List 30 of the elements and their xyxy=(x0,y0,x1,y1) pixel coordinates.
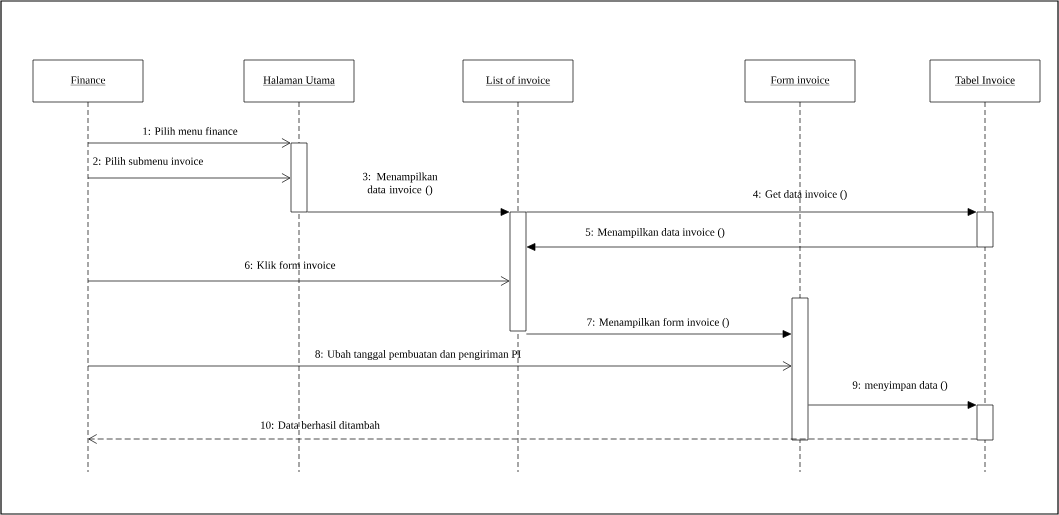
message-arrow xyxy=(88,434,977,444)
message-arrow xyxy=(307,208,510,216)
message-label: 4: Get data invoice () xyxy=(753,190,847,200)
message-label: 6: Klik form invoice xyxy=(244,261,336,269)
lifeline-head-box: List of invoice xyxy=(462,59,574,103)
message-arrow xyxy=(87,361,792,371)
message-arrow xyxy=(87,276,510,286)
message-label: 2: Pilih submenu invoice xyxy=(93,157,203,165)
message-label: 9: menyimpan data () xyxy=(852,381,948,391)
message-label: 8: Ubah tanggal pembuatan dan pengiriman PI xyxy=(315,350,521,360)
message-arrow xyxy=(808,401,977,409)
activation-bar xyxy=(290,142,308,213)
message-label: 10: Data berhasil ditambah xyxy=(261,421,380,429)
activation-bar xyxy=(976,211,994,248)
message-arrow xyxy=(87,138,291,148)
lifeline-head-box: Form invoice xyxy=(744,59,856,103)
message-label: 7: Menampilkan form invoice () xyxy=(587,317,729,329)
activation-bar xyxy=(791,297,809,441)
lifeline-head-box: Finance xyxy=(32,59,144,103)
message-arrow xyxy=(526,330,792,338)
message-label: 1: Pilih menu finance xyxy=(143,127,238,135)
message-label: 3: Menampilkan data invoice () xyxy=(362,172,438,196)
lifeline-head-box: Halaman Utama xyxy=(243,59,355,103)
activation-bar xyxy=(509,211,527,332)
message-arrow xyxy=(526,208,977,216)
message-label: 5: Menampilkan data invoice () xyxy=(585,228,725,238)
lifeline-head-box: Tabel Invoice xyxy=(929,59,1041,103)
message-arrow xyxy=(87,173,291,183)
activation-bar xyxy=(976,404,994,441)
message-arrow xyxy=(526,243,977,251)
